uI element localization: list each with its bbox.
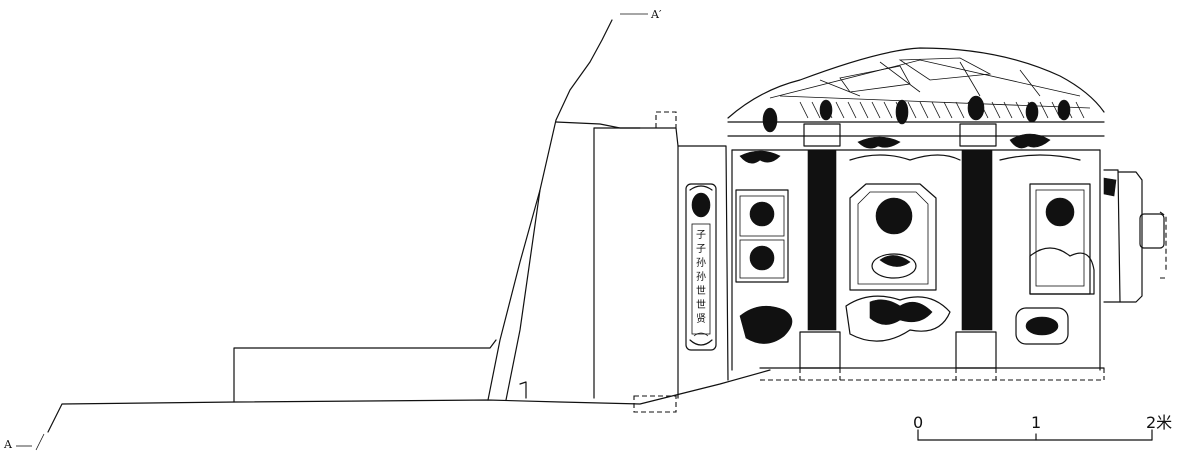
plaque-char: 孙: [696, 256, 706, 269]
section-label-end: A′: [650, 8, 662, 21]
hillside-profile: [47, 19, 771, 433]
plaque-text: 子 子 孙 孙 世 世 贤: [696, 229, 706, 325]
scale-tick-2: 2米: [1146, 413, 1172, 432]
scale-tick-0: 0: [913, 413, 923, 432]
plaque-char: 子: [696, 229, 706, 241]
section-marker-end: A′: [620, 8, 662, 21]
dragon-relief: [845, 295, 951, 342]
plaque-char: 孙: [696, 270, 706, 283]
inscription-plaque: 子 子 孙 孙 世 世 贤: [685, 183, 717, 351]
plaque-char: 世: [696, 285, 706, 297]
plaque-char: 子: [696, 243, 706, 255]
section-marker-start: A: [3, 433, 45, 451]
scale-tick-1: 1: [1031, 413, 1041, 432]
section-label-start: A: [3, 438, 13, 451]
roof-rafters: [799, 101, 1085, 119]
scale-bar: 0 1 2米: [913, 413, 1172, 441]
side-wing: [1103, 169, 1167, 303]
plaque-char: 贤: [696, 313, 706, 325]
tomb-facade: [727, 47, 1105, 381]
plaque-char: 世: [696, 299, 706, 311]
